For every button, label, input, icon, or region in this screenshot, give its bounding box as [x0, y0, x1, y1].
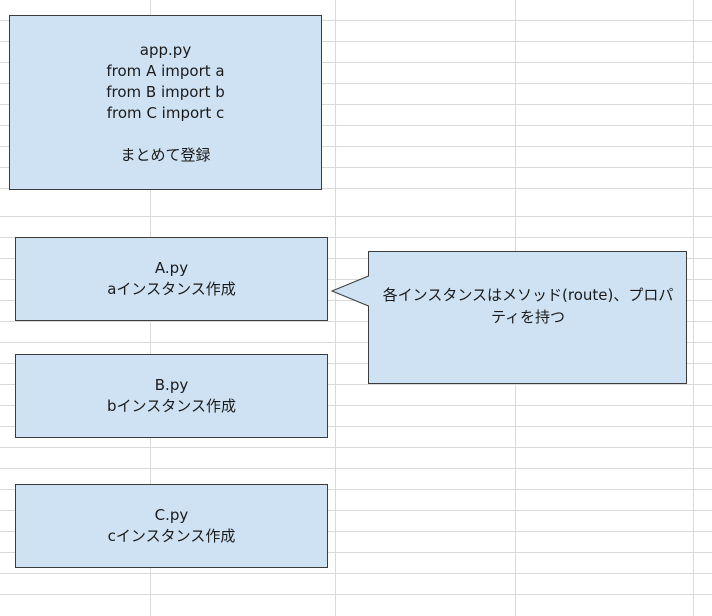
callout-line: 各インスタンスはメソッド(route)、プロパ [382, 286, 674, 304]
c-box-line: C.py [154, 506, 189, 524]
b-py-box[interactable]: B.py bインスタンス作成 [15, 354, 328, 438]
b-box-line: B.py [154, 376, 189, 394]
a-box-line: A.py [154, 259, 189, 277]
callout-line: ティを持つ [490, 308, 566, 326]
a-box-line: aインスタンス作成 [107, 280, 236, 298]
callout-text: 各インスタンスはメソッド(route)、プロパ ティを持つ [372, 284, 684, 328]
app-box-line: from B import b [106, 82, 225, 101]
c-py-box[interactable]: C.py cインスタンス作成 [15, 484, 328, 568]
c-box-line: cインスタンス作成 [107, 527, 236, 545]
callout-bubble[interactable] [330, 251, 687, 384]
a-py-box[interactable]: A.py aインスタンス作成 [15, 237, 328, 321]
app-box-line: app.py [139, 40, 192, 59]
app-box-line: from C import c [106, 103, 225, 122]
app-box-line: まとめて登録 [120, 145, 211, 164]
b-box-line: bインスタンス作成 [107, 397, 236, 415]
app-py-box[interactable]: app.py from A import a from B import b f… [9, 15, 322, 190]
app-box-line: from A import a [106, 61, 225, 80]
